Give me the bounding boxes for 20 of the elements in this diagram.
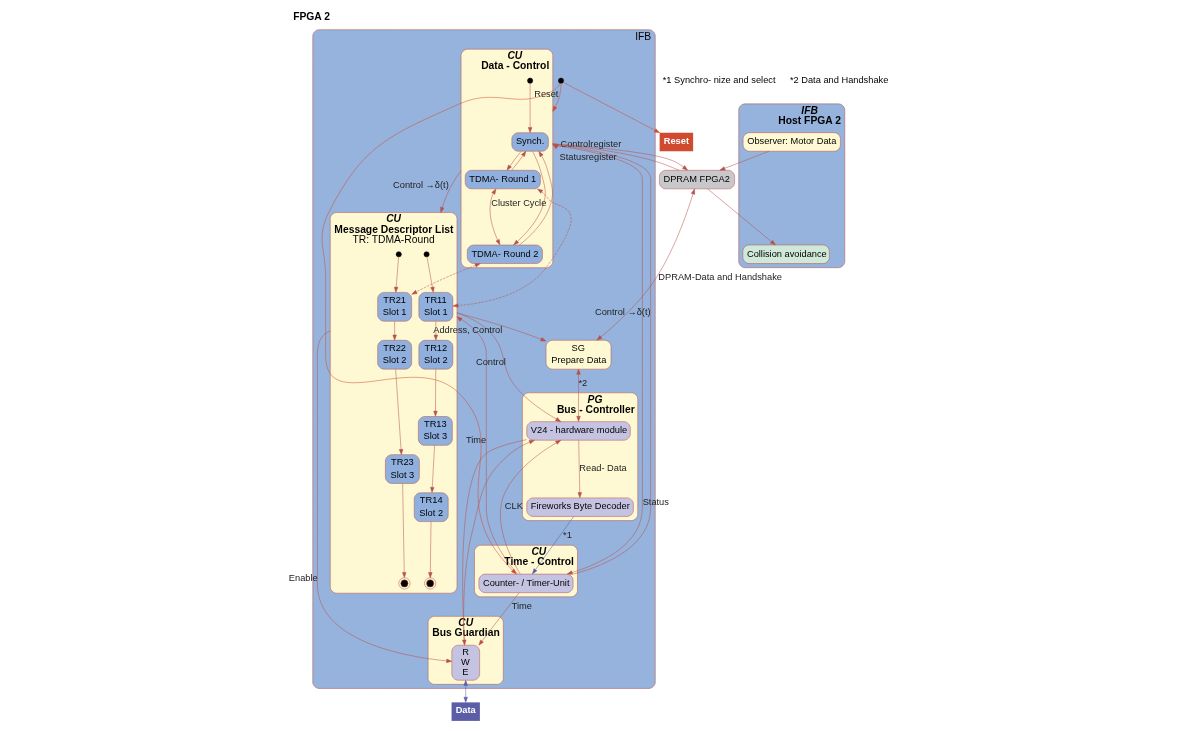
edge-label: Control →δ(t): [594, 306, 651, 317]
edge-label: DPRAM-Data and Handshake: [657, 272, 782, 283]
diagram-title: FPGA 2: [292, 10, 330, 22]
edge-label: *2: [578, 377, 587, 388]
edge-label: Enable: [288, 573, 318, 584]
edge-label: Read- Data: [578, 463, 627, 474]
edge-label: Statusregister: [559, 151, 617, 162]
edge-label: *1: [562, 530, 572, 541]
label: *1 Synchro- nize and select: [662, 74, 776, 85]
edge-label: Controlregister: [559, 139, 621, 150]
edge-label: Time: [511, 601, 532, 612]
edge-label: CLK: [504, 501, 523, 512]
edge-label: Time: [465, 434, 486, 445]
edge-label: Cluster Cycle: [490, 197, 546, 208]
edge-label: Address, Control: [432, 325, 502, 336]
label: *2 Data and Handshake: [789, 74, 888, 85]
edge-label: Reset: [533, 88, 558, 99]
edge-label: Status: [642, 496, 669, 507]
edge-label: Control: [475, 357, 506, 368]
edge-label: Control →δ(t): [392, 179, 449, 190]
